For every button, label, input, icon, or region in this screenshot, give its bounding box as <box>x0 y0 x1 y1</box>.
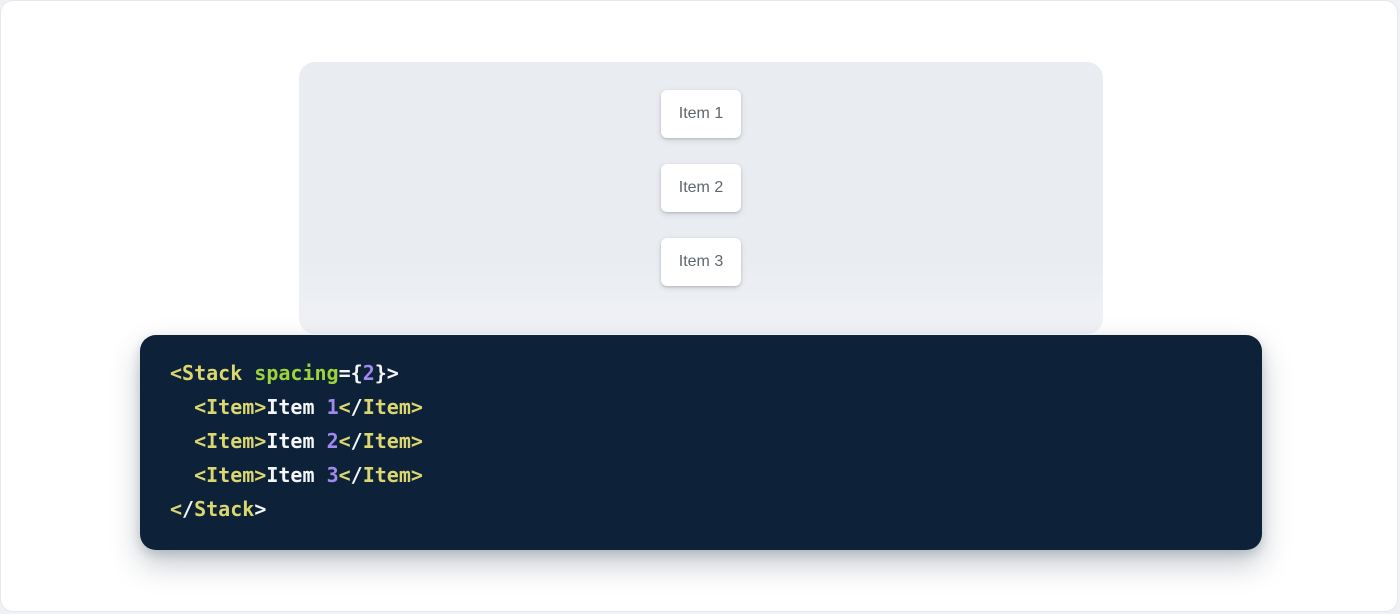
code-token-plain: / <box>350 395 363 419</box>
code-token-tag: < <box>338 395 351 419</box>
item-card: Item 2 <box>661 164 741 212</box>
code-token-tag: < <box>338 429 351 453</box>
item-card-label: Item 1 <box>678 105 724 122</box>
code-token-plain <box>170 463 194 487</box>
code-token-plain: / <box>182 497 195 521</box>
code-token-tag: Item> <box>362 463 423 487</box>
code-token-plain: / <box>350 463 363 487</box>
code-line: <Item>Item 1</Item> <box>170 390 1232 424</box>
code-token-plain: ={ <box>338 361 363 385</box>
item-card: Item 3 <box>661 238 741 286</box>
code-token-plain <box>170 395 194 419</box>
code-token-num: 1 <box>326 395 339 419</box>
code-token-plain: / <box>350 429 363 453</box>
code-token-plain: > <box>254 497 267 521</box>
item-card-label: Item 2 <box>678 179 724 196</box>
stack-demo-panel: Item 1 Item 2 Item 3 <box>299 62 1103 334</box>
item-card-label: Item 3 <box>678 253 724 270</box>
code-token-plain <box>170 429 194 453</box>
code-line: <Item>Item 2</Item> <box>170 424 1232 458</box>
code-token-plain: }> <box>374 361 399 385</box>
code-token-tag: Stack <box>194 497 255 521</box>
code-token-tag: <Stack <box>170 361 255 385</box>
code-token-plain: Item <box>266 429 327 453</box>
code-token-num: 2 <box>326 429 339 453</box>
code-token-plain: Item <box>266 395 327 419</box>
code-token-tag: < <box>338 463 351 487</box>
code-token-tag: < <box>170 497 183 521</box>
code-line: <Stack spacing={2}> <box>170 356 1232 390</box>
code-token-plain: Item <box>266 463 327 487</box>
code-line: <Item>Item 3</Item> <box>170 458 1232 492</box>
code-token-tag: <Item> <box>194 463 267 487</box>
code-block: <Stack spacing={2}> <Item>Item 1</Item> … <box>140 335 1262 550</box>
code-token-tag: Item> <box>362 429 423 453</box>
code-token-tag: <Item> <box>194 395 267 419</box>
code-token-num: 2 <box>362 361 375 385</box>
code-token-tag: <Item> <box>194 429 267 453</box>
code-token-num: 3 <box>326 463 339 487</box>
code-token-attr: spacing <box>254 361 339 385</box>
item-card: Item 1 <box>661 90 741 138</box>
code-token-tag: Item> <box>362 395 423 419</box>
code-line: </Stack> <box>170 492 1232 526</box>
